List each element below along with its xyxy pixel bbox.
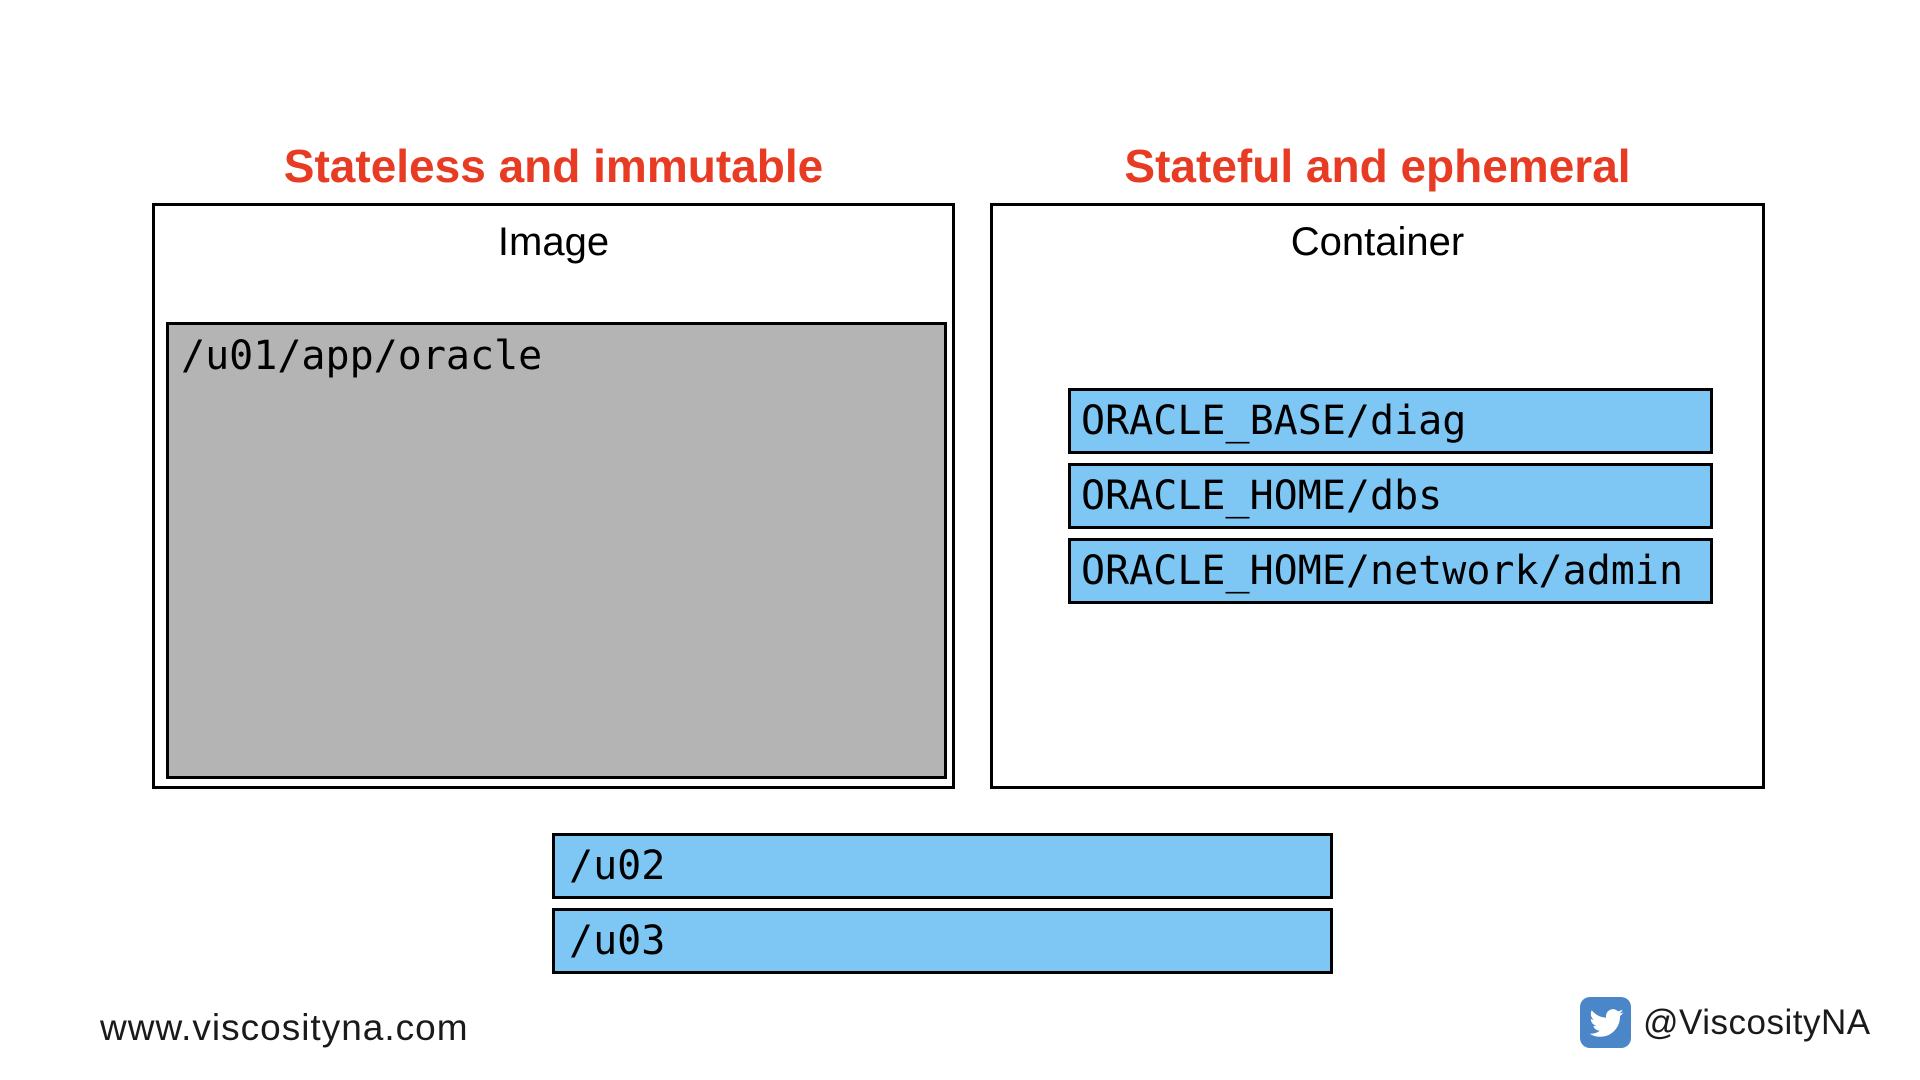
volume-box-oracle-base-diag: ORACLE_BASE/diag <box>1068 388 1713 454</box>
container-panel-title: Container <box>1290 220 1465 264</box>
volume-box-u03: /u03 <box>552 908 1333 974</box>
website-url: www.viscosityna.com <box>100 1007 469 1048</box>
u01-volume-label: /u01/app/oracle <box>181 333 543 379</box>
container-panel: Container ORACLE_BASE/diag ORACLE_HOME/d… <box>990 203 1765 789</box>
twitter-bird-icon <box>1580 997 1631 1048</box>
twitter-handle: @ViscosityNA <box>1643 1002 1871 1042</box>
volume-box-u02: /u02 <box>552 833 1333 899</box>
volume-box-oracle-home-network-admin: ORACLE_HOME/network/admin <box>1068 538 1713 604</box>
heading-stateless-immutable: Stateless and immutable <box>283 140 824 192</box>
heading-stateful-ephemeral: Stateful and ephemeral <box>1124 140 1631 192</box>
shared-volume-list: /u02 /u03 <box>552 833 1333 983</box>
image-panel-title: Image <box>497 220 610 264</box>
twitter-badge: @ViscosityNA <box>1580 997 1871 1048</box>
volume-box-oracle-home-dbs: ORACLE_HOME/dbs <box>1068 463 1713 529</box>
image-panel: Image /u01/app/oracle <box>152 203 955 789</box>
u01-volume-box: /u01/app/oracle <box>166 322 947 779</box>
container-volume-list: ORACLE_BASE/diag ORACLE_HOME/dbs ORACLE_… <box>1068 388 1713 613</box>
